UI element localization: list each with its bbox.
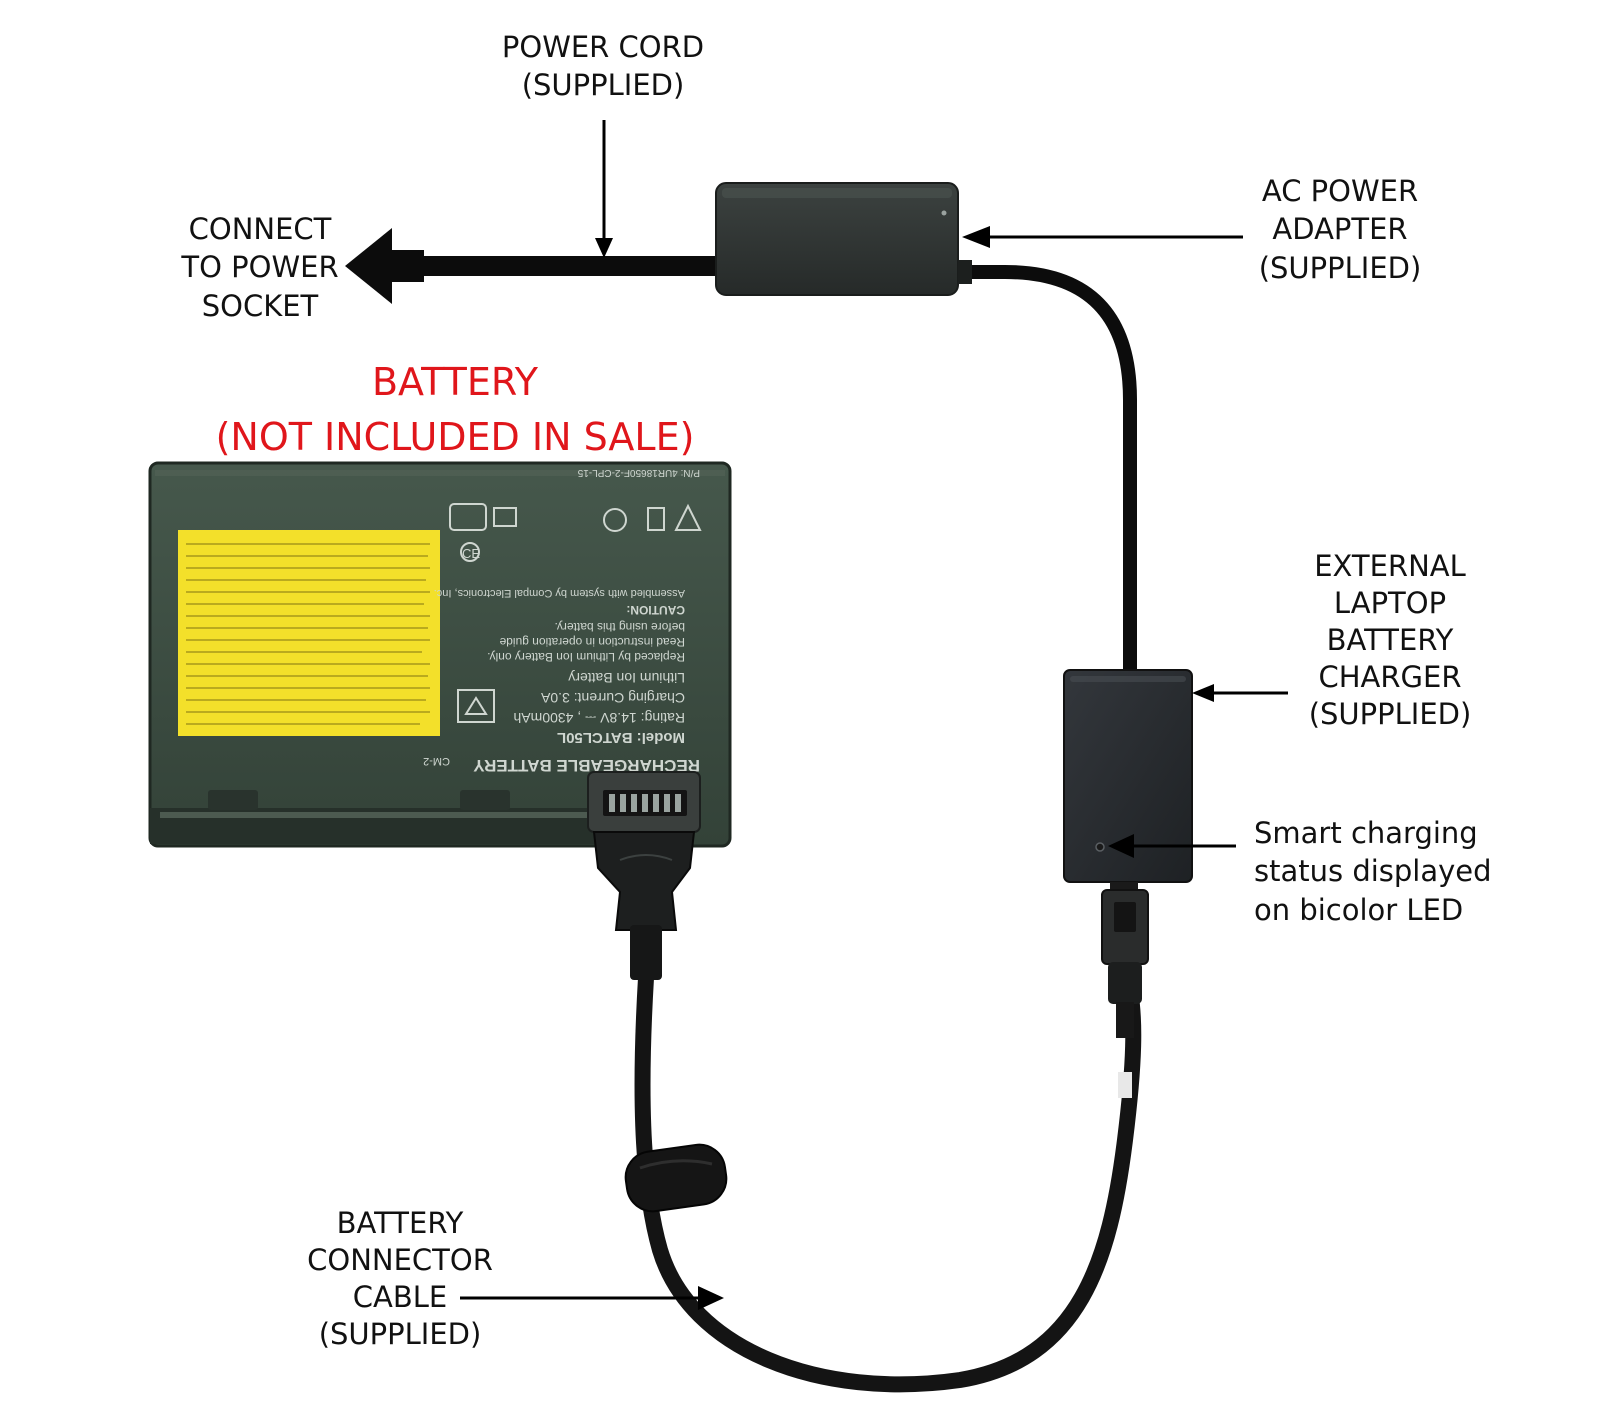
arrow-power-cord: [595, 120, 613, 258]
battery-chemistry-text: Lithium Ion Battery: [568, 670, 685, 686]
battery-part-number-text: P/N: 4UR18650F-2-CPL-15: [577, 467, 700, 478]
label-smart-charging: Smart charging status displayed on bicol…: [1254, 816, 1492, 927]
battery-read-text: Read instruction in operation guide: [499, 635, 685, 649]
bicolor-led-icon: [1095, 842, 1105, 852]
battery-header-text: RECHARGEABLE BATTERY: [473, 756, 700, 775]
laptop-battery: RECHARGEABLE BATTERY CM-2 Model: BATCL50…: [148, 461, 732, 848]
battery-caution-text: CAUTION:: [626, 603, 685, 617]
ferrite-core: [624, 1143, 728, 1213]
certification-icons: CE: [449, 503, 702, 562]
battery-cm-text: CM-2: [423, 755, 450, 767]
cable-marker-band: [1118, 1072, 1132, 1098]
battery-charging-current-text: Charging Current: 3.0A: [540, 690, 685, 706]
adapter-output-cable: [958, 265, 1137, 672]
label-ac-adapter: AC POWER ADAPTER (SUPPLIED): [1258, 174, 1422, 285]
battery-replaced-text: Replaced by Lithium Ion Battery only.: [487, 650, 685, 664]
label-external-charger: EXTERNAL LAPTOP BATTERY CHARGER (SUPPLIE…: [1308, 549, 1472, 732]
label-connect-socket: CONNECT TO POWER SOCKET: [181, 212, 339, 323]
external-charger: [1063, 669, 1193, 1098]
svg-text:CE: CE: [462, 546, 480, 561]
battery-model-text: Model: BATCL50L: [557, 729, 685, 746]
arrow-connector-cable: [460, 1286, 724, 1310]
warning-sticker: [178, 530, 440, 736]
battery-connector-plug: [587, 771, 701, 980]
power-cord: [345, 228, 718, 304]
battery-before-text: before using this battery.: [554, 620, 685, 634]
battery-assembled-text: Assembled with system by Compal Electron…: [434, 587, 685, 599]
label-battery-not-included: BATTERY (NOT INCLUDED IN SALE): [215, 360, 695, 460]
adapter-led-icon: [941, 210, 947, 216]
arrow-external-charger: [1192, 684, 1288, 702]
arrow-ac-adapter: [962, 226, 1243, 248]
label-connector-cable: BATTERY CONNECTOR CABLE (SUPPLIED): [307, 1206, 493, 1352]
recycle-icon: [457, 689, 495, 723]
ac-power-adapter: [715, 182, 972, 296]
arrow-smart-charging: [1108, 834, 1236, 858]
battery-rating-text: Rating: 14.8V ⎓ , 4300mAh: [514, 710, 686, 726]
label-power-cord: POWER CORD (SUPPLIED): [501, 30, 705, 103]
